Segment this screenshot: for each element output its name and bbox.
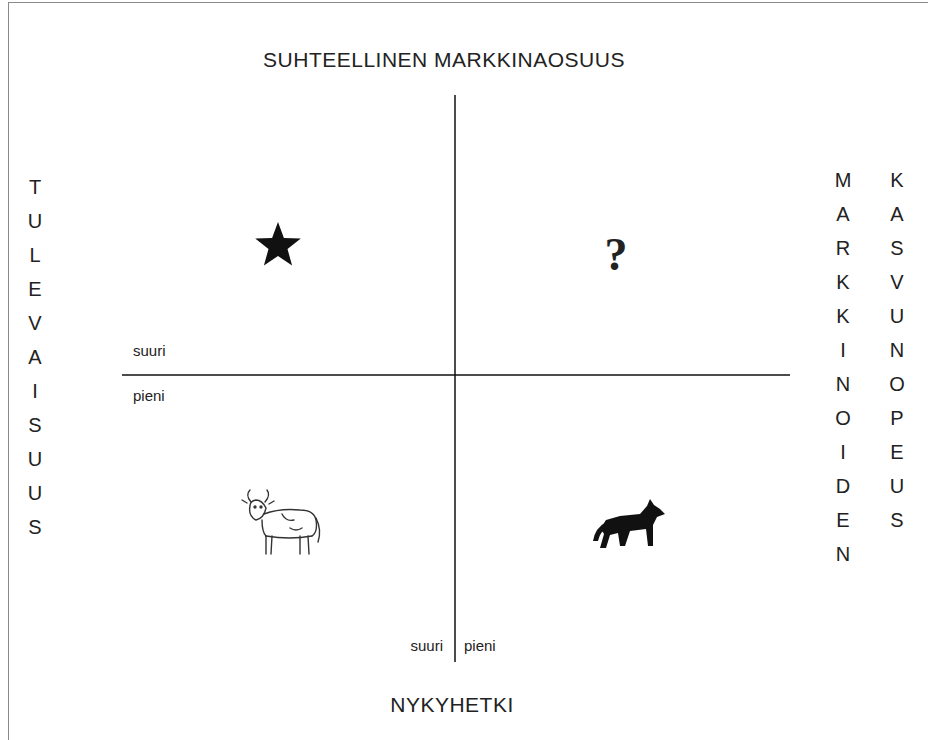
axis-title: TULEVAISUUS [27,170,44,544]
dog-symbol [593,499,665,548]
quadrant-symbol: ? [605,230,628,280]
axis-title: NYKYHETKI [390,693,514,717]
frame-border [9,3,928,740]
axis-line [454,95,456,662]
scale-label: suuri [410,637,443,655]
axis-title: SUHTEELLINEN MARKKINAOSUUS [263,48,625,72]
axis-title: MARKKINOIDEN [835,163,852,571]
axis-line [122,374,790,376]
axis-title: KASVUNOPEUS [889,163,906,537]
star-symbol [255,222,301,265]
scale-label: suuri [133,342,166,360]
cow-symbol [242,490,320,554]
scale-label: pieni [133,387,165,405]
scale-label: pieni [464,637,496,655]
